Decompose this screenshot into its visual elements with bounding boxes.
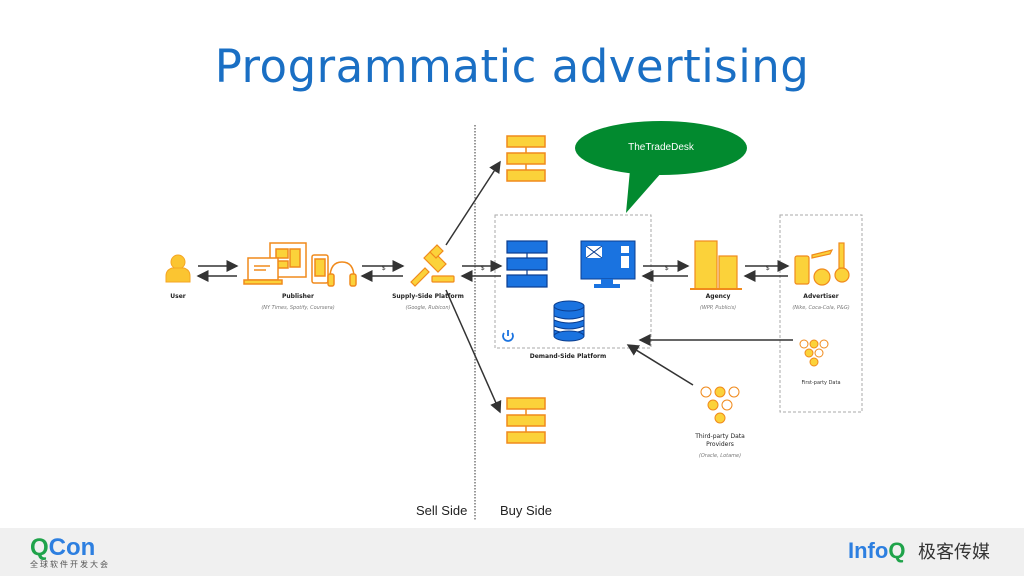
ssp-examples: (Google, Rubicon) bbox=[405, 305, 451, 311]
first-party-data-icon bbox=[799, 339, 829, 367]
money-label: $ bbox=[481, 266, 485, 272]
infoq-logo: InfoQ bbox=[848, 539, 905, 563]
advertiser-examples: (Nike, Coca-Cola, P&G) bbox=[792, 305, 850, 311]
dsp-monitor-icon bbox=[580, 240, 636, 288]
advertiser-box bbox=[779, 214, 863, 413]
ad-exchange-server-bottom-icon bbox=[506, 397, 546, 444]
arrow-ssp-to-bottom-exchange bbox=[445, 289, 502, 414]
arrow-ssp-to-top-exchange bbox=[445, 160, 501, 246]
third-party-label-line1: Third-party Data bbox=[695, 433, 745, 440]
advertiser-icon bbox=[794, 242, 850, 286]
money-label: $ bbox=[382, 266, 386, 272]
qcon-logo: QCon bbox=[30, 536, 95, 560]
page-title: Programmatic advertising bbox=[214, 40, 810, 93]
third-party-examples: (Oracle, Lotame) bbox=[698, 453, 742, 459]
sell-side-label: Sell Side bbox=[416, 503, 468, 518]
publisher-label: Publisher bbox=[282, 293, 314, 300]
advertiser-label: Advertiser bbox=[803, 293, 839, 300]
dsp-label: Demand-Side Platform bbox=[529, 353, 607, 360]
speech-bubble bbox=[575, 121, 747, 213]
ssp-label: Supply-Side Platform bbox=[392, 293, 464, 300]
user-icon bbox=[165, 254, 191, 283]
bubble-text: TheTradeDesk bbox=[628, 142, 694, 153]
ad-exchange-server-top-icon bbox=[506, 135, 546, 182]
qcon-logo-q: Q bbox=[30, 534, 49, 561]
publisher-examples: (NY Times, Spotify, Coursera) bbox=[261, 305, 335, 311]
money-label: $ bbox=[766, 266, 770, 272]
infoq-logo-q: Q bbox=[888, 538, 906, 563]
power-icon[interactable] bbox=[502, 330, 514, 342]
third-party-data-icon bbox=[700, 386, 740, 424]
infoq-chinese-name: 极客传媒 bbox=[918, 542, 990, 562]
dsp-server-icon bbox=[506, 240, 548, 288]
agency-label: Agency bbox=[705, 293, 731, 300]
buy-side-label: Buy Side bbox=[500, 503, 553, 518]
first-party-label: First-party Data bbox=[801, 380, 841, 386]
agency-icon bbox=[690, 240, 742, 290]
qcon-logo-rest: Con bbox=[48, 534, 96, 561]
arrow-third-party-to-dsp bbox=[626, 344, 694, 386]
flow-arrows bbox=[196, 160, 793, 414]
gavel-icon bbox=[410, 244, 455, 287]
publisher-icon bbox=[243, 242, 357, 287]
third-party-label-line2: Providers bbox=[706, 441, 734, 448]
money-label: $ bbox=[665, 266, 669, 272]
agency-examples: (WPP, Publicis) bbox=[699, 305, 737, 311]
user-label: User bbox=[170, 293, 186, 300]
footer-bar bbox=[0, 528, 1024, 576]
qcon-subtitle: 全球软件开发大会 bbox=[30, 560, 110, 569]
dsp-database-icon bbox=[553, 300, 585, 342]
infoq-logo-info: Info bbox=[848, 538, 889, 563]
